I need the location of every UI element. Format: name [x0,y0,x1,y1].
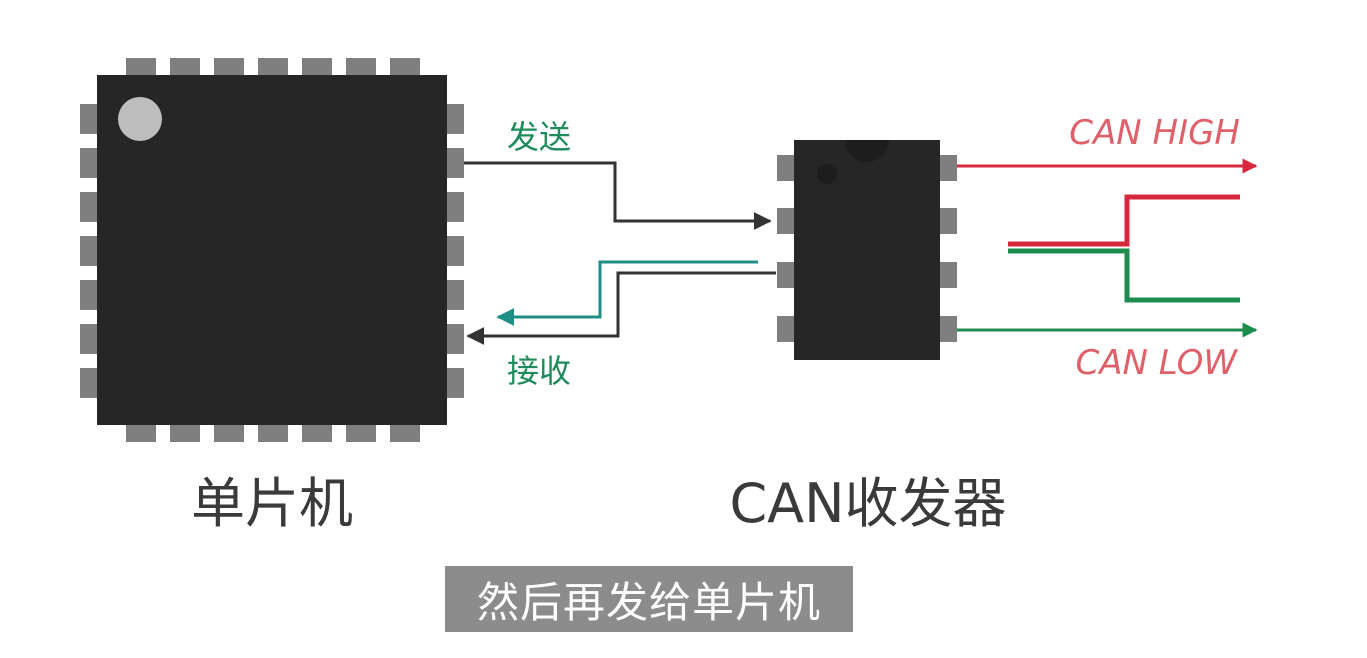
can-high-label: CAN HIGH [1069,113,1240,153]
send-label: 发送 [507,118,571,156]
signal-low-trace [1008,248,1240,303]
subtitle-text: 然后再发给单片机 [476,577,821,627]
receive-dark-line [466,271,776,345]
transceiver-left-pins [777,155,797,342]
mcu-right-pins [446,104,464,398]
send-line [464,161,772,230]
transceiver-notch [845,140,889,162]
mcu-left-pins [80,104,98,398]
differential-signal-symbol [1008,194,1240,303]
subtitle-caption: 然后再发给单片机 [445,566,853,632]
transceiver-label: CAN收发器 [729,472,1006,535]
receive-label: 接收 [507,352,571,390]
can-low-label: CAN LOW [1075,343,1238,383]
mcu-chip [80,58,464,442]
signal-high-trace [1008,194,1240,247]
transceiver-pin1-dot [817,164,837,184]
mcu-pin1-dot [118,97,162,141]
mcu-bottom-pins [126,424,420,442]
can-transceiver-chip [777,140,957,360]
receive-teal-line [496,260,758,326]
mcu-label: 单片机 [191,472,353,535]
mcu-top-pins [126,58,420,76]
transceiver-body [794,140,940,360]
transceiver-right-pins [937,155,957,342]
